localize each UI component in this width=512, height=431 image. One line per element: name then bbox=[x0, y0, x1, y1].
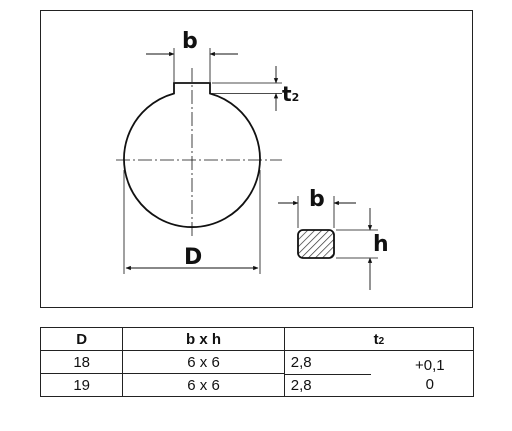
header-t2: t2 bbox=[283, 327, 475, 351]
key-h-label: h bbox=[373, 232, 389, 257]
header-t2-sub: 2 bbox=[378, 335, 385, 347]
cell-d: 19 bbox=[39, 373, 124, 397]
key-cross-section bbox=[297, 229, 335, 259]
cell-d: 18 bbox=[39, 350, 124, 374]
table-row: 18 6 x 6 2,8 2,8 +0,1 0 bbox=[39, 350, 475, 397]
t2-tolerance-upper: +0,1 bbox=[414, 356, 445, 374]
table-row: 19 6 x 6 bbox=[39, 373, 474, 397]
cell-t2: 2,8 bbox=[290, 376, 312, 394]
cell-b-x-h: 6 x 6 bbox=[122, 373, 285, 397]
d-dimension-label: D bbox=[184, 245, 202, 270]
b-dimension-label: b bbox=[182, 29, 198, 54]
t2-values: 2,8 2,8 +0,1 0 bbox=[284, 352, 473, 396]
shaft-keyway-drawing: b t2 D b h bbox=[40, 10, 473, 308]
cell-t2: 2,8 bbox=[290, 353, 312, 371]
cell-t2-group: 2,8 2,8 +0,1 0 bbox=[283, 350, 475, 397]
t2-divider bbox=[284, 373, 371, 375]
drawing-frame bbox=[40, 10, 473, 308]
shaft-outline bbox=[123, 82, 261, 228]
header-d: D bbox=[39, 327, 124, 351]
header-b-x-h: b x h bbox=[122, 327, 285, 351]
key-spec-table: D b x h t2 18 6 x 6 2,8 2,8 +0,1 0 19 6 … bbox=[39, 327, 475, 397]
t2-dimension-label: t2 bbox=[282, 82, 299, 106]
t2-label-sub: 2 bbox=[292, 91, 300, 104]
t2-label-main: t bbox=[282, 82, 292, 106]
header-t2-main: t bbox=[373, 330, 379, 348]
key-b-label: b bbox=[309, 187, 325, 212]
t2-tolerance-lower: 0 bbox=[425, 375, 434, 393]
cell-b-x-h: 6 x 6 bbox=[122, 350, 285, 374]
table-header-row: D b x h t2 bbox=[39, 327, 475, 351]
